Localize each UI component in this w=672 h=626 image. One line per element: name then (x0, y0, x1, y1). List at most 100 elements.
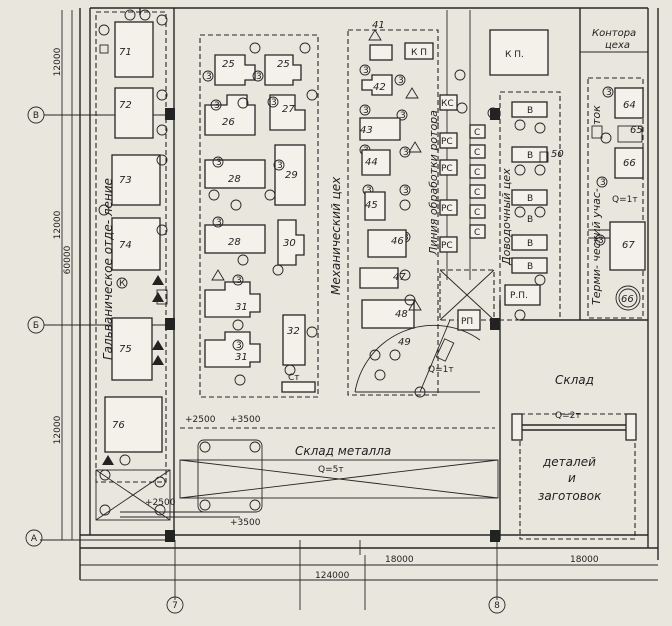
op-8: 3 (236, 276, 242, 286)
label-rc2: РС (441, 164, 453, 174)
op-4: 3 (271, 98, 277, 108)
op-16: 3 (363, 106, 369, 116)
area-metal-warehouse: Склад металла (295, 444, 391, 458)
operator-circles (202, 64, 614, 351)
op-11: 3 (400, 111, 406, 121)
machine-64: 64 (623, 100, 636, 111)
machine-25a: 25 (222, 59, 235, 70)
op-9: 3 (236, 341, 242, 351)
label-v1: В (527, 106, 533, 116)
axis-label-7: 7 (172, 601, 178, 611)
axis-label-v: В (33, 111, 39, 121)
machine-71: 71 (119, 47, 132, 58)
area-galvanic: Гальваническое отде- ление (101, 178, 115, 360)
machine-43: 43 (360, 125, 373, 136)
label-rc1: РС (441, 137, 453, 147)
label-c3: С (474, 168, 480, 178)
axis-label-8: 8 (494, 601, 500, 611)
dim-plus2500-top: +2500 (185, 415, 216, 425)
label-rp2: РП (461, 317, 473, 327)
label-c2: С (474, 148, 480, 158)
dim-plus2500-bottom: +2500 (145, 498, 176, 508)
machine-76: 76 (112, 420, 125, 431)
label-c5: С (474, 208, 480, 218)
axis-bubbles (25, 106, 506, 614)
area-finishing: Доводочный цех (500, 168, 513, 266)
machine-72: 72 (119, 100, 132, 111)
machine-41: 41 (372, 20, 385, 31)
op-21: 3 (606, 88, 612, 98)
area-office-1: Контора (592, 28, 636, 39)
machine-32: 32 (287, 326, 300, 337)
machine-66b: 66 (621, 294, 634, 305)
axis-label-a: А (31, 534, 38, 544)
label-rc4: РС (441, 241, 453, 251)
dim-12000-a: 12000 (53, 47, 63, 76)
label-kp2: К П. (505, 50, 524, 60)
machine-31b: 31 (235, 352, 248, 363)
machine-31a: 31 (235, 302, 248, 313)
machine-42: 42 (373, 82, 386, 93)
metal-crane-capacity: Q=5т (318, 465, 344, 475)
machine-25b: 25 (277, 59, 290, 70)
parts-warehouse (511, 413, 637, 540)
machine-44: 44 (365, 157, 378, 168)
area-thermal-2: ток (590, 105, 603, 125)
dim-18000-left: 18000 (385, 555, 414, 565)
label-v6: В (527, 262, 533, 272)
label-c4: С (474, 188, 480, 198)
op-15: 3 (363, 66, 369, 76)
label-rc3: РС (441, 204, 453, 214)
dim-12000-b: 12000 (53, 210, 63, 239)
label-rp1: Р.П. (510, 291, 528, 301)
label-v3: В (527, 194, 533, 204)
area-office-2: цеха (605, 40, 630, 51)
dim-plus3500-bottom: +3500 (230, 518, 261, 528)
machine-75: 75 (119, 344, 132, 355)
dim-60000: 60000 (63, 245, 73, 274)
machine-29: 29 (285, 170, 298, 181)
dim-18000-right: 18000 (570, 555, 599, 565)
op-2: 3 (256, 72, 262, 82)
thermal-section (580, 51, 648, 319)
rotor-line (439, 10, 549, 331)
columns (165, 108, 500, 542)
finishing-section (499, 91, 561, 321)
area-warehouse-4: заготовок (538, 489, 602, 503)
galvanic-section (95, 9, 168, 483)
op-13: 3 (403, 186, 409, 196)
machine-26: 26 (222, 117, 235, 128)
machine-74: 74 (119, 240, 132, 251)
warehouse-crane-capacity: Q=2т (555, 411, 581, 421)
machine-28a: 28 (228, 174, 241, 185)
machine-47: 47 (393, 272, 406, 283)
axis-label-b: Б (33, 321, 39, 331)
op-10: 3 (398, 76, 404, 86)
op-5: 3 (216, 158, 222, 168)
metal-warehouse (95, 427, 499, 555)
op-6: 3 (277, 161, 283, 171)
machine-65: 65 (630, 125, 643, 136)
machine-27: 27 (282, 104, 295, 115)
label-kc: КС (441, 99, 454, 109)
area-warehouse-2: деталей (542, 455, 596, 469)
building-walls (79, 7, 659, 581)
dim-124000: 124000 (315, 571, 350, 581)
label-c1: С (474, 128, 480, 138)
op-18: 3 (366, 186, 372, 196)
machine-66a: 66 (623, 158, 636, 169)
machine-46: 46 (391, 236, 404, 247)
machine-73: 73 (119, 175, 132, 186)
area-mechanical: Механический цех (329, 176, 343, 295)
label-c6: С (474, 228, 480, 238)
machine-45: 45 (365, 200, 378, 211)
op-3: 3 (214, 101, 220, 111)
label-st: Ст (288, 373, 300, 383)
machine-30: 30 (283, 238, 296, 249)
label-v5: В (527, 239, 533, 249)
dim-plus3500-top: +3500 (230, 415, 261, 425)
op-20: 3 (598, 236, 604, 246)
machine-50: 50 (551, 149, 564, 160)
machine-28b: 28 (228, 237, 241, 248)
